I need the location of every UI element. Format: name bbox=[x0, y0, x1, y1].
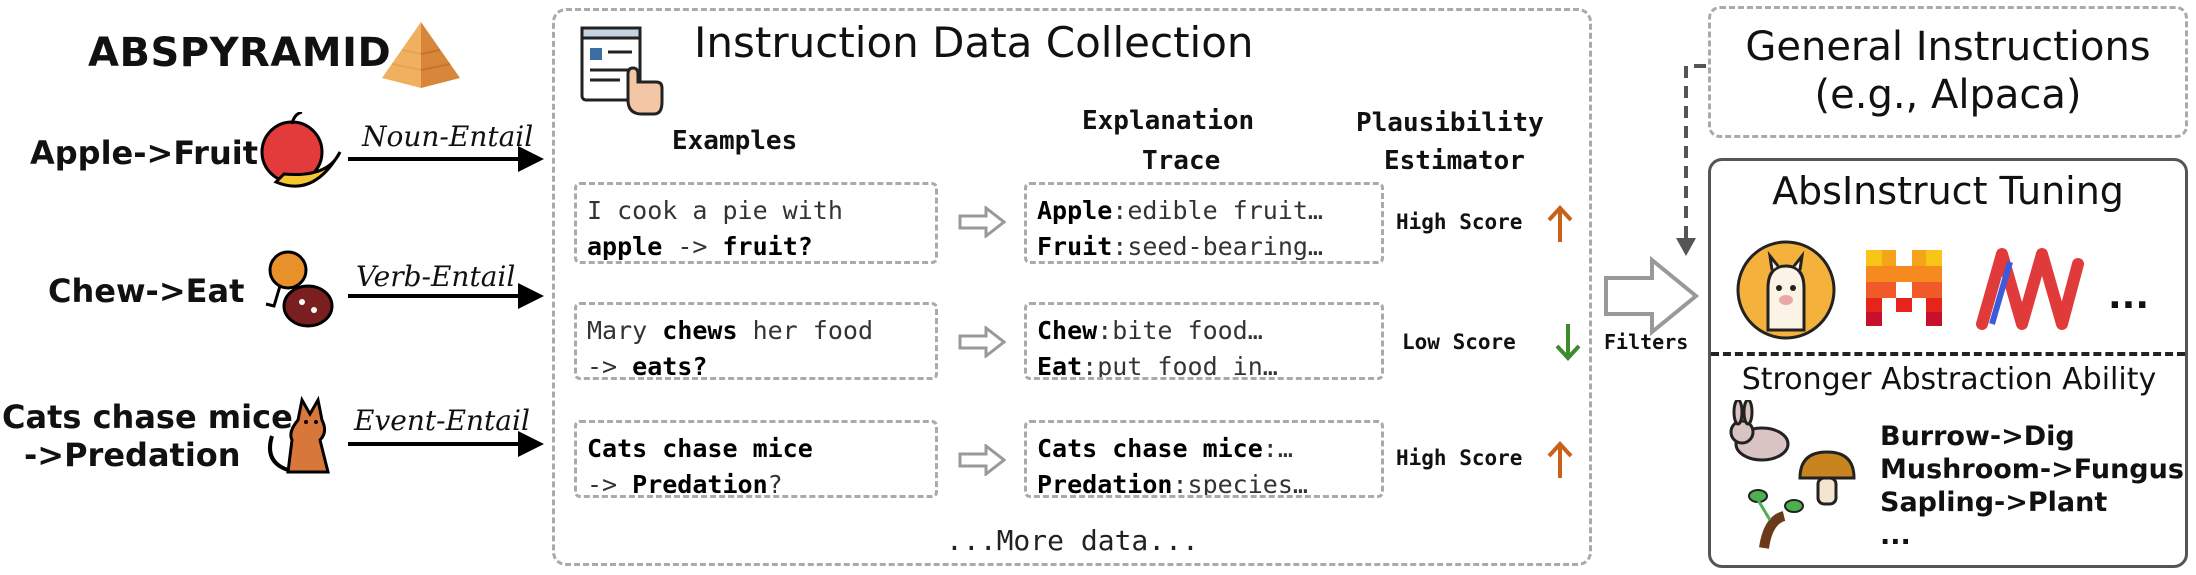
tuning-title: AbsInstruct Tuning bbox=[1772, 169, 2124, 213]
trace-text: :edible fruit… bbox=[1112, 196, 1323, 225]
mushroom-icon bbox=[1798, 450, 1856, 506]
arrow-line bbox=[348, 294, 520, 298]
trace-text: :bite food… bbox=[1097, 316, 1263, 345]
filters-label: Filters bbox=[1604, 330, 1689, 354]
example-text: I cook a pie with bbox=[587, 196, 843, 225]
sapling-icon bbox=[1748, 489, 1804, 549]
pyramid-icon bbox=[382, 22, 460, 88]
arrow-head bbox=[518, 146, 544, 172]
general-instructions-title: General Instructions bbox=[1745, 24, 2151, 70]
arrow-line bbox=[348, 157, 520, 161]
document-touch-icon bbox=[580, 26, 664, 116]
example-text: -> bbox=[587, 470, 633, 498]
trace-text: Chew bbox=[1037, 316, 1098, 345]
example-text: Cats chase mice bbox=[587, 434, 813, 463]
example-text: chews bbox=[662, 316, 738, 345]
trace-text: Eat bbox=[1037, 352, 1083, 380]
trace-text: Predation bbox=[1037, 470, 1173, 498]
trace-text: :… bbox=[1262, 434, 1293, 463]
example-box: Cats chase mice -> Predation? bbox=[574, 420, 938, 498]
example-text: ? bbox=[767, 470, 783, 498]
cat-icon bbox=[268, 395, 330, 474]
header-explanation-line1: Explanation bbox=[1082, 106, 1255, 136]
brand-title: ABSPYRAMID bbox=[88, 30, 392, 76]
trace-text: :seed-bearing… bbox=[1112, 232, 1323, 261]
trace-text: Apple bbox=[1037, 196, 1113, 225]
ability-item: Mushroom->Fungus bbox=[1880, 454, 2184, 485]
ability-item: Burrow->Dig bbox=[1880, 421, 2075, 452]
hollow-big-arrow-icon bbox=[1604, 256, 1700, 336]
trace-text: :put food in… bbox=[1082, 352, 1278, 380]
trace-box: Apple:edible fruit… Fruit:seed-bearing… bbox=[1024, 182, 1384, 264]
header-examples: Examples bbox=[672, 126, 798, 156]
rabbit-icon bbox=[1729, 400, 1790, 462]
trace-text: Cats chase mice bbox=[1037, 434, 1263, 463]
up-arrow-icon bbox=[1547, 205, 1573, 242]
relation-label: Noun-Entail bbox=[362, 120, 534, 153]
section-divider bbox=[1711, 352, 2185, 356]
header-plausibility-line1: Plausibility bbox=[1356, 108, 1544, 138]
header-plausibility-line2: Estimator bbox=[1384, 146, 1525, 176]
trace-text: Fruit bbox=[1037, 232, 1113, 261]
hollow-arrow-icon bbox=[958, 444, 1006, 476]
models-more-label: ... bbox=[2108, 276, 2150, 317]
relation-label: Event-Entail bbox=[354, 404, 530, 437]
down-arrow-icon bbox=[1555, 324, 1581, 361]
alpaca-icon bbox=[1736, 240, 1836, 340]
instruction-collection-panel bbox=[552, 8, 1592, 566]
up-arrow-icon bbox=[1547, 441, 1573, 478]
left-text-chew-eat: Chew->Eat bbox=[48, 272, 245, 310]
score-label: High Score bbox=[1396, 446, 1523, 470]
general-instructions-box: General Instructions (e.g., Alpaca) bbox=[1708, 6, 2188, 138]
food-icon bbox=[265, 250, 334, 328]
dashed-connector bbox=[1676, 64, 1706, 256]
example-text: eats? bbox=[632, 352, 708, 380]
general-instructions-example: (e.g., Alpaca) bbox=[1814, 72, 2082, 118]
score-label: High Score bbox=[1396, 210, 1523, 234]
meta-logo-icon bbox=[1976, 248, 2084, 330]
example-box: Mary chews her food -> eats? bbox=[574, 302, 938, 380]
trace-box: Chew:bite food… Eat:put food in… bbox=[1024, 302, 1384, 380]
example-text: -> bbox=[662, 232, 723, 261]
trace-text: :species… bbox=[1172, 470, 1308, 498]
relation-label: Verb-Entail bbox=[356, 260, 516, 293]
abs-instruct-tuning-box: AbsInstruct Tuning bbox=[1708, 158, 2188, 568]
panel-title: Instruction Data Collection bbox=[694, 18, 1254, 67]
example-text: -> bbox=[587, 352, 633, 380]
example-text: apple bbox=[587, 232, 663, 261]
example-text: Mary bbox=[587, 316, 663, 345]
example-text: her food bbox=[737, 316, 873, 345]
left-text-apple-fruit: Apple->Fruit bbox=[30, 134, 258, 172]
example-box: I cook a pie with apple -> fruit? bbox=[574, 182, 938, 264]
arrow-head bbox=[518, 431, 544, 457]
left-text-cats-line2: ->Predation bbox=[24, 436, 241, 474]
ability-title: Stronger Abstraction Ability bbox=[1741, 362, 2157, 397]
ability-item: Sapling->Plant bbox=[1880, 487, 2108, 518]
example-text: Predation bbox=[632, 470, 768, 498]
arrow-line bbox=[348, 442, 520, 446]
hollow-arrow-icon bbox=[958, 326, 1006, 358]
trace-box: Cats chase mice:… Predation:species… bbox=[1024, 420, 1384, 498]
ability-item: ... bbox=[1880, 520, 1911, 551]
header-explanation-line2: Trace bbox=[1142, 146, 1221, 176]
more-data-label: ...More data... bbox=[946, 524, 1199, 557]
left-text-cats-line1: Cats chase mice bbox=[2, 398, 293, 436]
apple-banana-icon bbox=[260, 112, 342, 188]
example-text: fruit? bbox=[722, 232, 813, 261]
hollow-arrow-icon bbox=[958, 206, 1006, 238]
ability-list: Burrow->Dig Mushroom->Fungus Sapling->Pl… bbox=[1880, 420, 2184, 552]
mistral-logo-icon bbox=[1866, 250, 1942, 326]
score-label: Low Score bbox=[1402, 330, 1516, 354]
arrow-head bbox=[518, 283, 544, 309]
